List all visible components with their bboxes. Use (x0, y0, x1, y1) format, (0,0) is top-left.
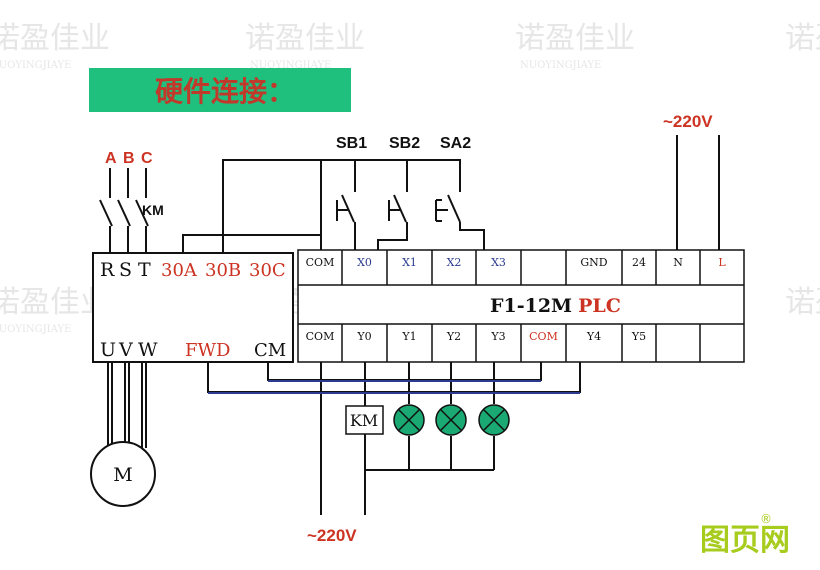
logo-mark: ® (760, 512, 772, 526)
phase-c-label: C (141, 150, 153, 167)
title-banner (89, 68, 351, 112)
plc-top-terminal: COM (306, 256, 335, 269)
page-title: 硬件连接： (155, 75, 295, 108)
lamp-icon (435, 404, 467, 436)
switch-sa2-label: SA2 (440, 135, 471, 152)
lamp-icon (393, 404, 425, 436)
plc-bottom-terminal: Y3 (490, 330, 505, 343)
plc-top-terminal: L (718, 256, 726, 269)
logo-text: 图页网 (700, 523, 790, 558)
plc-top-terminal: X0 (357, 256, 372, 269)
phase-b-label: B (123, 150, 135, 167)
watermark-text: 诺盈佳业 (515, 21, 635, 56)
plc-bottom-terminal: COM (306, 330, 335, 343)
watermark-sub: NUOYINGJIAYE (250, 60, 331, 71)
watermark-sub: NUOYINGJIAYE (520, 60, 601, 71)
watermark-text: 诺盈佳业 (0, 21, 110, 56)
switch-sb1-label: SB1 (336, 135, 367, 152)
inverter-relay-30b: 30B (205, 260, 241, 281)
inverter-box (92, 252, 294, 363)
plc-bottom-terminal: Y2 (446, 330, 461, 343)
motor-label: M (113, 464, 132, 486)
plc-top-terminal: X2 (447, 256, 462, 269)
inverter-input-s: S (119, 259, 132, 281)
blue-wires (208, 380, 580, 394)
site-logo: 图页网 ® (700, 512, 790, 558)
supply-top-label: ~220V (663, 112, 713, 131)
plc-top-terminal: X1 (402, 256, 417, 269)
plc-top-terminal: GND (580, 256, 607, 269)
inverter-relay-30c: 30C (249, 260, 286, 281)
watermark-text: 诺盈佳业 (0, 285, 110, 320)
plc-top-terminal: 24 (632, 256, 646, 269)
plc-bottom-terminal: Y1 (401, 330, 416, 343)
motor-icon (90, 441, 156, 507)
km-coil-box (345, 405, 384, 435)
phase-a-label: A (105, 150, 117, 167)
inverter-input-r: R (100, 259, 115, 281)
watermark-sub: NUOYINGJIAYE (0, 60, 71, 71)
inverter-output-w: W (138, 339, 158, 361)
phase-labels: A B C (105, 150, 153, 167)
inverter-cm: CM (254, 340, 286, 361)
inverter-fwd: FWD (185, 340, 230, 361)
plc-bottom-terminal: Y4 (586, 330, 601, 343)
plc-module: COM X0 X1 X2 X3 GND 24 N L COM Y0 Y1 Y2 Y3 COM Y4 Y5 F1… (297, 249, 745, 363)
indicator-lamps (393, 404, 510, 436)
supply-bottom-label: ~220V (307, 526, 357, 545)
contactor-label: KM (142, 202, 164, 218)
plc-top-terminal: X3 (491, 256, 506, 269)
watermark-sub: NUOYINGJIAYE (0, 324, 71, 335)
km-coil-label: KM (350, 411, 378, 430)
inverter-output-u: U (100, 339, 116, 361)
inverter-output-v: V (118, 339, 133, 361)
plc-bottom-terminal: Y5 (631, 330, 646, 343)
switch-sb2-label: SB2 (389, 135, 420, 152)
plc-bottom-terminal: COM (529, 330, 558, 343)
lamp-icon (478, 404, 510, 436)
watermark-text: 诺盈佳业 (785, 21, 820, 56)
watermark-text: 诺盈佳业 (245, 21, 365, 56)
plc-bottom-terminal: Y0 (356, 330, 371, 343)
plc-top-terminal: N (673, 256, 683, 269)
inverter-input-t: T (138, 259, 151, 281)
watermark-text: 诺盈佳业 (785, 285, 820, 320)
inverter-relay-30a: 30A (161, 260, 198, 281)
